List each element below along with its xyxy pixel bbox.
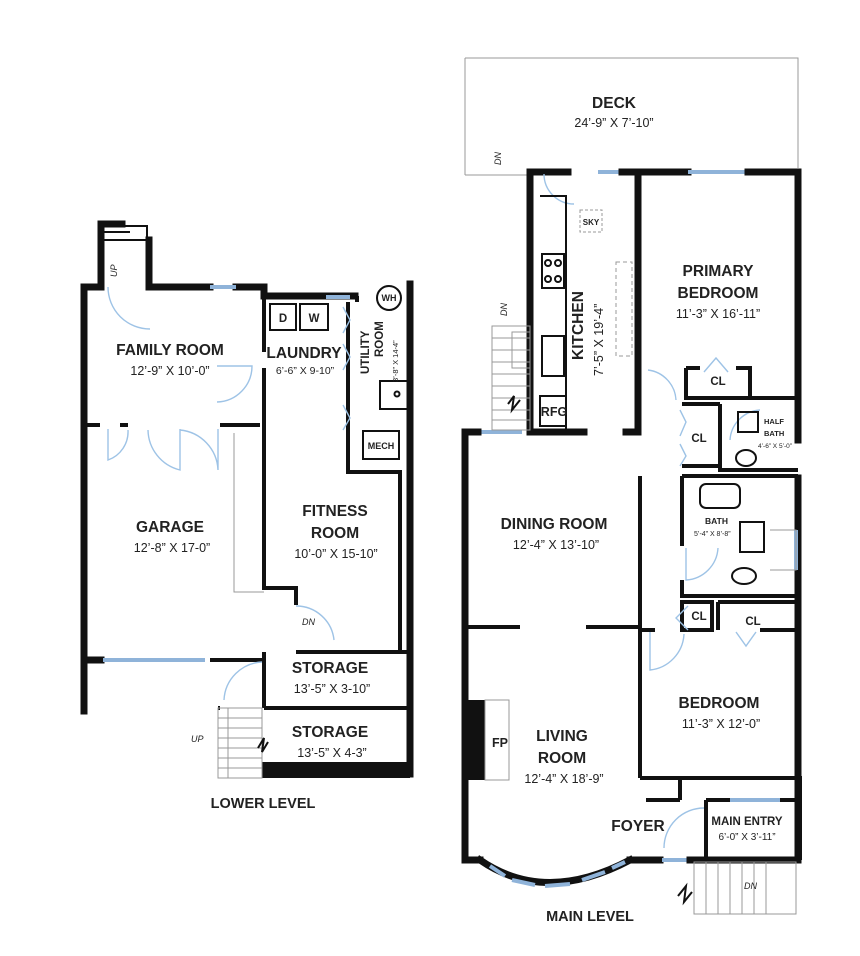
sky-label: SKY (583, 218, 600, 227)
deck-dim: 24’-9” X 7’-10” (574, 116, 653, 130)
main-level-plan: DECK 24’-9” X 7’-10” DN DN SKY KITCHEN 7… (461, 57, 802, 925)
utility-room-label1: UTILITY (360, 330, 372, 374)
water-heater (376, 285, 402, 311)
lower-up-label: UP (191, 734, 204, 744)
half-bath-dim: 4’-6” X 5’-0” (758, 443, 792, 450)
primary-bedroom-dim: 11’-3” X 16’-11” (676, 307, 760, 321)
lower-stairs-bottom (217, 707, 269, 779)
main-entry-dim: 6’-0” X 3’-11” (718, 832, 775, 843)
svg-text:UP: UP (109, 264, 119, 277)
utility-room-label2: ROOM (374, 321, 386, 357)
storage1-dim: 13’-5” X 3-10” (294, 682, 370, 696)
main-stairs-down (491, 325, 531, 431)
deck-dn-label: DN (493, 152, 503, 165)
laundry-dim: 6’-6” X 9-10” (276, 365, 335, 377)
entry-dn-label: DN (744, 881, 757, 891)
bath-dim: 5’-4” X 8’-8” (694, 531, 731, 538)
lower-stairs-up: UP (104, 225, 148, 277)
dining-room-label: DINING ROOM (501, 516, 608, 533)
stairs-dn-label: DN (499, 303, 509, 316)
kitchen-dim: 7’-5” X 19’-4” (592, 304, 606, 376)
bedroom-closet-label: CL (745, 616, 760, 628)
lower-level-plan: UP FAMILY ROOM 12’-9” X 10’-0” D W WH LA… (80, 220, 414, 812)
bath-label: BATH (705, 516, 728, 526)
family-room-dim: 12’-9” X 10’-0” (130, 364, 209, 378)
living-room-label2: ROOM (538, 750, 586, 767)
mech-label: MECH (368, 441, 395, 451)
bedroom-dim: 11’-3” X 12’-0” (682, 717, 760, 731)
hall-closet-label: CL (691, 433, 706, 445)
lower-level-title: LOWER LEVEL (211, 796, 316, 812)
primary-bedroom-label2: BEDROOM (678, 285, 759, 302)
wh-label: WH (382, 293, 397, 303)
deck-label: DECK (592, 95, 637, 112)
half-bath-label1: HALF (764, 417, 784, 426)
entry-stairs-down (677, 861, 797, 915)
family-room-label: FAMILY ROOM (116, 342, 224, 359)
fitness-room-label2: ROOM (311, 525, 359, 542)
storage2-label: STORAGE (292, 724, 368, 741)
lower-dn-label: DN (302, 617, 315, 627)
laundry-label: LAUNDRY (266, 345, 342, 362)
fireplace (465, 700, 485, 780)
fitness-room-dim: 10’-0” X 15-10” (294, 547, 377, 561)
bedroom-label: BEDROOM (679, 695, 760, 712)
mech-box (362, 430, 400, 460)
fp-label: FP (492, 736, 508, 750)
garage-dim: 12’-8” X 17-0” (134, 541, 210, 555)
primary-bedroom-label1: PRIMARY (683, 263, 755, 280)
half-bath-label2: BATH (764, 429, 784, 438)
washer (299, 303, 329, 331)
dryer (269, 303, 297, 331)
utility-room-dim: 3’-8” X 14-4” (391, 340, 400, 382)
living-room-label1: LIVING (536, 728, 588, 745)
dining-room-dim: 12’-4” X 13’-10” (513, 538, 599, 552)
living-room-dim: 12’-4” X 18’-9” (524, 772, 603, 786)
primary-closet-label: CL (710, 376, 725, 388)
storage2-dim: 13’-5” X 4-3” (297, 746, 366, 760)
main-level-title: MAIN LEVEL (546, 909, 634, 925)
washer-label: W (309, 313, 320, 325)
rfg-label: RFG (541, 405, 567, 419)
kitchen-label: KITCHEN (570, 291, 587, 360)
bath-closet-label: CL (691, 611, 706, 623)
foyer-label: FOYER (611, 818, 664, 835)
dryer-label: D (279, 313, 287, 325)
garage-label: GARAGE (136, 519, 204, 536)
fitness-room-label1: FITNESS (302, 503, 367, 520)
main-entry-label: MAIN ENTRY (711, 816, 782, 828)
storage1-label: STORAGE (292, 660, 368, 677)
utility-sink (379, 380, 409, 410)
